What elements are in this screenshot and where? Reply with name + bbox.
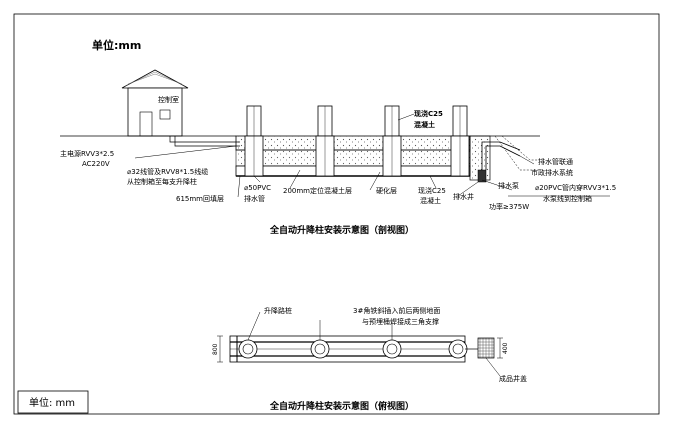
bollard-label: 升降路桩: [264, 306, 292, 315]
unit-box-label: 单位: mm: [29, 396, 75, 409]
concrete-slab: [235, 135, 471, 151]
finished-well-cover: [477, 337, 495, 359]
unit-box: [17, 390, 89, 414]
power-line-label: 主电源RVV3*2.5: [60, 149, 114, 158]
bollard-2: [315, 105, 335, 177]
pvc-line-label-2: 水泵线到控制箱: [543, 194, 592, 203]
top-view: 800 400 升降路桩 3#角铁斜插入前后两侧地面 与预埋桶焊接成三角支撑 成…: [212, 306, 527, 412]
bollard-1: [244, 105, 264, 177]
conduit-route-label: 从控制箱至每支升降柱: [127, 177, 197, 186]
dim-800-label: 800: [212, 343, 219, 355]
control-room-label: 控制室: [158, 95, 179, 104]
unit-label-top: 单位:mm: [92, 38, 141, 52]
drain-connect-label-2: 市政排水系统: [531, 168, 573, 177]
power-voltage-label: AC220V: [82, 160, 110, 168]
concrete-top-label-2: 混凝土: [414, 120, 435, 129]
top-view-title: 全自动升降柱安装示意图（俯视图）: [269, 400, 414, 412]
pump-label: 排水泵: [498, 181, 519, 190]
hardened-layer: [235, 165, 471, 177]
control-room: 控制室: [121, 69, 189, 137]
section-view-title: 全自动升降柱安装示意图（剖视图）: [269, 224, 414, 236]
drain-well: [469, 135, 540, 183]
pvc-line-label: ⌀20PVC管内穿RVV3*1.5: [535, 183, 616, 192]
angle-iron-label: 3#角铁斜插入前后两侧地面: [353, 306, 440, 315]
topview-bollard-2: [310, 339, 330, 359]
topview-bollard-4: [448, 339, 468, 359]
concrete-base-label: 200mm定位混凝土层: [283, 186, 352, 195]
section-view: 控制室: [60, 69, 616, 236]
dim-400-label: 400: [502, 342, 509, 354]
bollard-3: [382, 105, 402, 177]
hardened-layer-label: 硬化层: [376, 186, 397, 195]
bollard-4: [450, 105, 470, 177]
concrete-base-layer: [235, 149, 471, 167]
drawing-frame: [13, 13, 660, 415]
topview-bollard-3: [382, 339, 402, 359]
drain-pipe-label: ⌀50PVC: [244, 184, 271, 192]
finished-well-label: 成品井盖: [499, 374, 527, 383]
concrete-bottom-label-2: 混凝土: [420, 196, 441, 205]
backfill-label: 615mm回填层: [176, 194, 224, 203]
drain-connect-label: 排水管联通: [538, 157, 573, 166]
pump-power-label: 功率≥375W: [489, 202, 529, 211]
angle-iron-label-2: 与预埋桶焊接成三角支撑: [362, 317, 439, 326]
drain-well-label: 排水井: [453, 192, 474, 201]
concrete-top-label: 现浇C25: [414, 109, 443, 118]
concrete-bottom-label: 现浇C25: [418, 186, 446, 195]
conduit-label: ⌀32线管及RVV8*1.5线缆: [127, 167, 208, 176]
drain-pipe-label-2: 排水管: [244, 194, 265, 203]
